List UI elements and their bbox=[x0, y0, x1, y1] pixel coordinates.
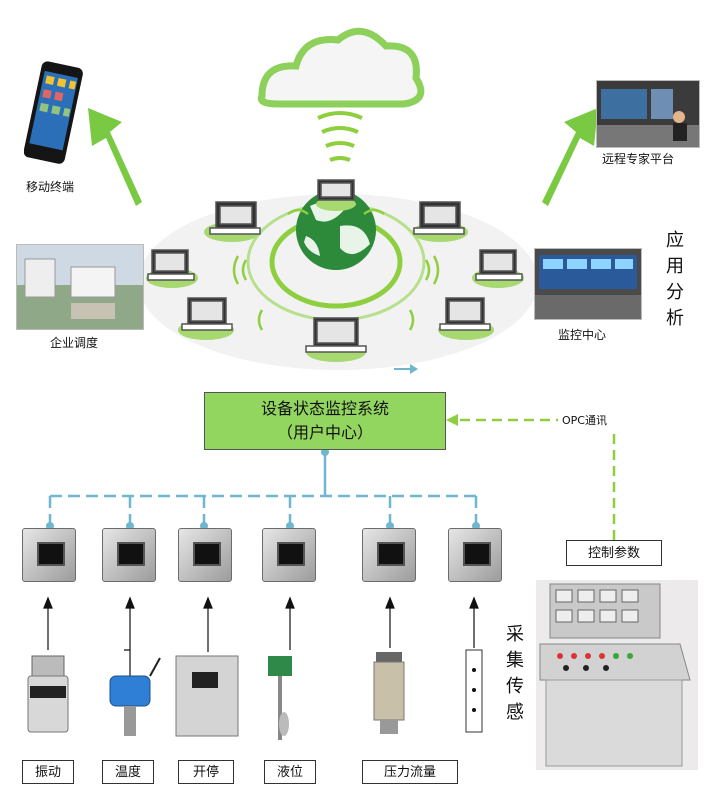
bus-nodes bbox=[46, 448, 480, 530]
enterprise-image bbox=[16, 244, 144, 330]
system-subtitle: （用户中心） bbox=[276, 423, 373, 442]
junction-box-3 bbox=[178, 528, 232, 582]
control-params-box: 控制参数 bbox=[566, 540, 662, 566]
opc-label: OPC通讯 bbox=[562, 414, 607, 427]
opc-arrowhead bbox=[446, 414, 458, 426]
sensor-label-temperature: 温度 bbox=[102, 760, 154, 784]
device-bus bbox=[48, 452, 478, 526]
sensor-label-start-stop: 开停 bbox=[178, 760, 234, 784]
temperature-sensor-icon bbox=[109, 657, 161, 736]
wireless-arcs bbox=[232, 208, 440, 331]
apply-analysis-label: 应用分析 bbox=[666, 230, 684, 329]
monitor-center-label: 监控中心 bbox=[558, 328, 607, 342]
monitor-center-image bbox=[534, 248, 642, 320]
arrow-to-mobile bbox=[88, 108, 142, 206]
junction-box-2 bbox=[102, 528, 156, 582]
switch-sensor-icon bbox=[175, 655, 239, 737]
junction-box-1 bbox=[22, 528, 76, 582]
level-sensor-icon bbox=[268, 656, 292, 740]
junction-box-5 bbox=[362, 528, 416, 582]
sensor-label-level: 液位 bbox=[264, 760, 316, 784]
opc-connection bbox=[456, 418, 616, 540]
ellipsis-dots bbox=[472, 668, 476, 712]
system-title: 设备状态监控系统 bbox=[260, 399, 389, 418]
laptop-icon bbox=[146, 179, 524, 362]
cloud-icon bbox=[257, 27, 425, 108]
wifi-signal-icon bbox=[317, 111, 363, 162]
sensor-label-pressure-flow: 压力流量 bbox=[362, 760, 458, 784]
junction-box-4 bbox=[262, 528, 316, 582]
control-cabinet-icon bbox=[536, 580, 698, 770]
expert-platform-image bbox=[596, 80, 700, 148]
mobile-terminal-label: 移动终端 bbox=[26, 180, 75, 194]
sensor-label-vibration: 振动 bbox=[22, 760, 74, 784]
mobile-phone-image bbox=[24, 60, 86, 168]
arrow-to-expert bbox=[542, 108, 598, 206]
expert-platform-label: 远程专家平台 bbox=[602, 152, 675, 166]
vibration-sensor-icon bbox=[27, 655, 69, 733]
junction-box-6 bbox=[448, 528, 502, 582]
collect-sensing-label: 采集传感 bbox=[506, 624, 524, 723]
sensor-arrows bbox=[43, 596, 479, 680]
small-arrow-icon bbox=[394, 364, 418, 374]
monitoring-system-box: 设备状态监控系统 （用户中心） bbox=[204, 392, 446, 450]
enterprise-dispatch-label: 企业调度 bbox=[50, 336, 99, 350]
pressure-sensor-icon bbox=[373, 652, 405, 734]
phone-icon bbox=[24, 61, 83, 164]
